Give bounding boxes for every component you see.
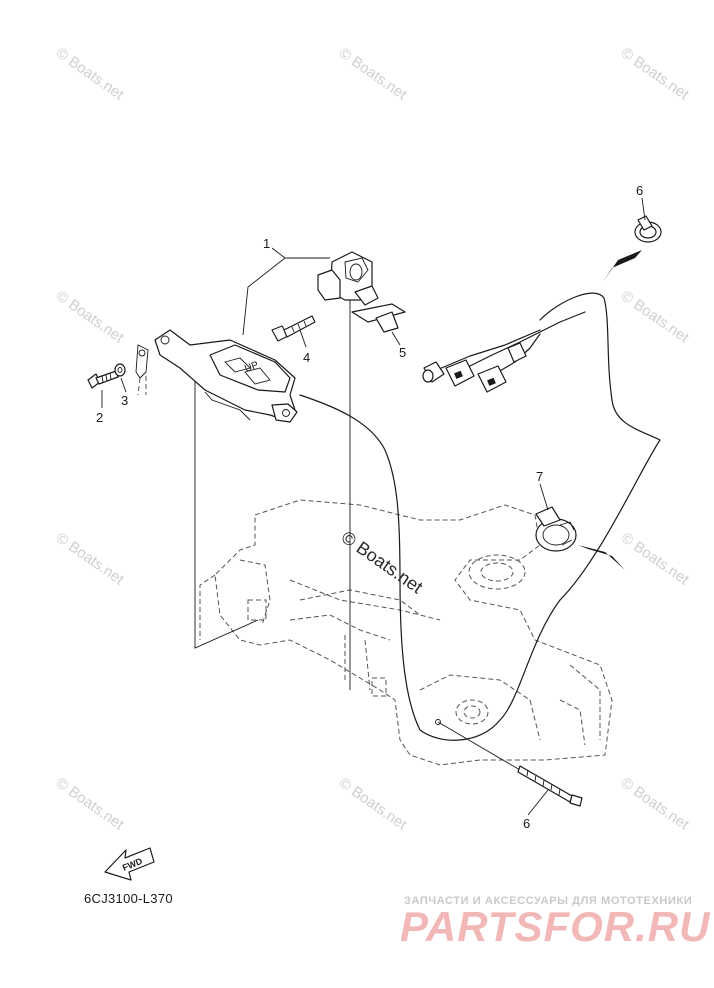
- callout-4: 4: [303, 350, 310, 365]
- callout-6-top: 6: [636, 183, 643, 198]
- switch-up-label: UP: [243, 360, 260, 375]
- watermark: © Boats.net: [336, 774, 411, 833]
- ground-terminal: [135, 344, 149, 396]
- center-watermark: © Boats.net: [338, 527, 427, 597]
- callout-6-bottom: 6: [523, 816, 530, 831]
- washer-part-3: [114, 363, 126, 377]
- wire-harness: [299, 292, 661, 741]
- clamp-part-6-top: [634, 215, 662, 243]
- watermark: © Boats.net: [53, 774, 128, 833]
- trim-switch-part-1: UP: [154, 329, 298, 423]
- direction-arrow-top: [603, 250, 642, 282]
- clamp-part-7: [535, 506, 577, 552]
- mount-bracket-outline: [199, 499, 613, 766]
- watermark: © Boats.net: [618, 529, 693, 588]
- direction-arrow-middle: [578, 545, 625, 570]
- wire-clip: [317, 251, 379, 306]
- watermark: © Boats.net: [618, 287, 693, 346]
- plate-part-5: [351, 303, 406, 333]
- callout-leaders: [101, 197, 646, 816]
- brand-logo: PARTSFOR.RU: [400, 903, 711, 950]
- callout-3: 3: [121, 393, 128, 408]
- watermark-group: © Boats.net © Boats.net © Boats.net © Bo…: [53, 44, 693, 833]
- watermark: © Boats.net: [53, 44, 128, 103]
- watermark: © Boats.net: [53, 529, 128, 588]
- fwd-arrow: FWD: [104, 847, 155, 881]
- watermark: © Boats.net: [618, 774, 693, 833]
- extension-lines: [194, 247, 351, 690]
- screw-part-2: [87, 370, 119, 389]
- watermark: © Boats.net: [53, 287, 128, 346]
- callout-1: 1: [263, 236, 270, 251]
- diagram-code: 6CJ3100-L370: [84, 891, 173, 906]
- center-watermark-group: © Boats.net: [338, 527, 427, 597]
- watermark: © Boats.net: [618, 44, 693, 103]
- brand-subtitle: ЗАПЧАСТИ И АКСЕССУАРЫ ДЛЯ МОТОТЕХНИКИ: [404, 895, 693, 907]
- cable-tie-part-6-bottom: [435, 719, 583, 807]
- callout-7: 7: [536, 469, 543, 484]
- callout-2: 2: [96, 410, 103, 425]
- wire-connectors: [422, 311, 586, 393]
- callout-5: 5: [399, 345, 406, 360]
- watermark: © Boats.net: [336, 44, 411, 103]
- screw-part-4: [271, 315, 316, 342]
